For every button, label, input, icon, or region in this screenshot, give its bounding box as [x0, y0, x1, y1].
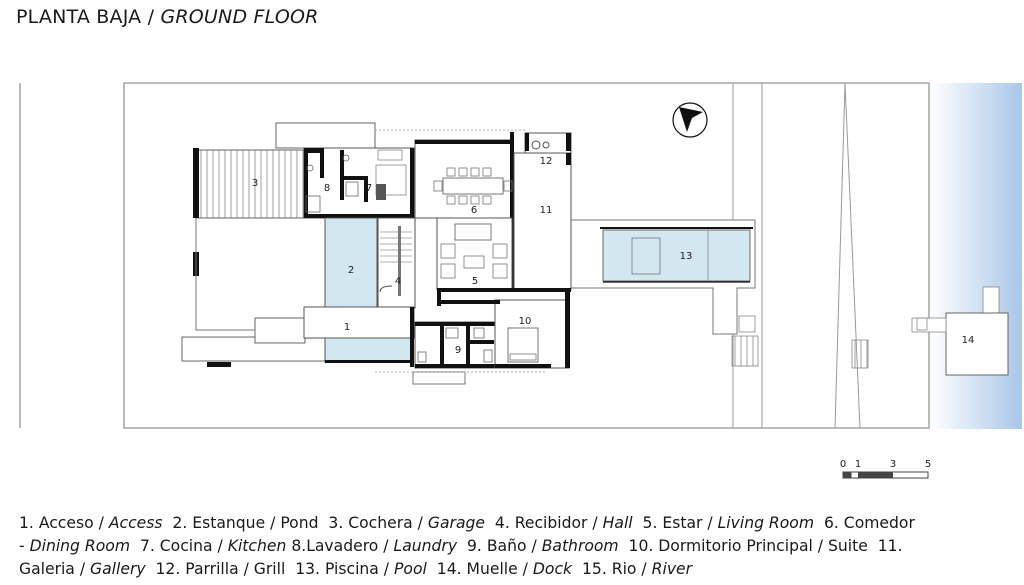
legend-en: Living Room [717, 514, 815, 532]
legend-en: Pool [394, 560, 427, 578]
legend-item: 14. Muelle / Dock [437, 560, 572, 578]
room-label-2: 2 [348, 265, 354, 276]
room-legend: 1. Acceso / Access 2. Estanque / Pond 3.… [19, 512, 919, 581]
steps-b [851, 339, 869, 369]
scale-tick-label: 5 [925, 459, 931, 470]
room-label-8: 8 [324, 183, 330, 194]
pool-deck [570, 219, 756, 335]
legend-es: 14. Muelle / [436, 560, 528, 578]
legend-en: Laundry [393, 537, 458, 555]
legend-item: 3. Cochera / Garage [328, 514, 485, 532]
legend-es: 7. Cocina / [139, 537, 223, 555]
legend-es: 4. Recibidor / [494, 514, 598, 532]
legend-es: 8.Lavadero / [291, 537, 389, 555]
dock-path [834, 82, 861, 429]
room-label-7: 7 [366, 183, 372, 194]
room-label-5: 5 [472, 276, 478, 287]
legend-item: 8.Lavadero / Laundry [291, 537, 457, 555]
room-label-1: 1 [344, 322, 350, 333]
steps-a [731, 335, 759, 367]
legend-item: 6. Comedor - Dining Room [19, 514, 915, 555]
legend-en: River [651, 560, 693, 578]
scale-tick-label: 0 [840, 459, 846, 470]
room-labels: 1 2 3 4 5 6 7 8 9 10 11 12 13 14 [252, 156, 975, 356]
entry-canopy [275, 122, 376, 149]
legend-item: 5. Estar / Living Room [643, 514, 815, 532]
legend-item: 9. Baño / Bathroom [467, 537, 619, 555]
legend-item: 12. Parrilla / Grill [156, 560, 286, 578]
legend-es: 6. Comedor - [19, 514, 915, 555]
pond-entry [324, 337, 414, 363]
legend-item: 10. Dormitorio Principal / Suite [629, 537, 868, 555]
legend-en: Hall [602, 514, 633, 532]
title-spanish: PLANTA BAJA / [16, 6, 155, 28]
site-boundary [123, 82, 930, 429]
legend-item: 13. Piscina / Pool [295, 560, 427, 578]
legend-item: 4. Recibidor / Hall [495, 514, 633, 532]
room-label-4: 4 [395, 276, 401, 287]
legend-es: 12. Parrilla / Grill [155, 560, 286, 578]
legend-item: 7. Cocina / Kitchen [140, 537, 286, 555]
dock [911, 286, 1009, 376]
house-walls [303, 129, 572, 385]
scale-tick-label: 3 [890, 459, 896, 470]
legend-es: 10. Dormitorio Principal / Suite [628, 537, 868, 555]
legend-en: Garage [427, 514, 485, 532]
legend-en: Gallery [90, 560, 146, 578]
legend-es: 5. Estar / [642, 514, 713, 532]
legend-es: 1. Acceso / [19, 514, 104, 532]
scale-tick-label: 1 [855, 459, 861, 470]
room-label-10: 10 [519, 316, 532, 327]
garage [193, 148, 305, 331]
legend-en: Bathroom [541, 537, 619, 555]
legend-en: Kitchen [227, 537, 287, 555]
legend-es: 9. Baño / [466, 537, 537, 555]
legend-item: 2. Estanque / Pond [172, 514, 318, 532]
floor-plan: 1 2 3 4 5 6 7 8 9 10 11 12 13 14 0 1 3 5 [19, 82, 1022, 479]
north-arrow-icon [672, 102, 708, 138]
legend-item: 15. Rio / River [582, 560, 692, 578]
page-title: PLANTA BAJA / GROUND FLOOR [16, 6, 319, 28]
pond [324, 217, 378, 308]
legend-es: 2. Estanque / Pond [172, 514, 319, 532]
room-label-9: 9 [455, 345, 461, 356]
scale-bar: 0 1 3 5 [840, 459, 931, 479]
river [930, 83, 1022, 429]
legend-en: Access [108, 514, 163, 532]
legend-en: Dining Room [29, 537, 131, 555]
legend-es: 13. Piscina / [295, 560, 390, 578]
legend-es: 11. Galeria / [19, 537, 903, 578]
legend-en: Dock [532, 560, 573, 578]
room-label-11: 11 [540, 205, 553, 216]
room-label-3: 3 [252, 178, 258, 189]
entry-path-2 [254, 317, 306, 344]
title-english: GROUND FLOOR [160, 6, 319, 28]
room-label-14: 14 [962, 335, 975, 346]
legend-item: 1. Acceso / Access [19, 514, 163, 532]
legend-es: 15. Rio / [582, 560, 647, 578]
legend-es: 3. Cochera / [328, 514, 423, 532]
legend-item: 11. Galeria / Gallery [19, 537, 903, 578]
room-label-12: 12 [540, 156, 553, 167]
pool [602, 229, 751, 282]
room-label-6: 6 [471, 205, 477, 216]
room-label-13: 13 [680, 251, 693, 262]
